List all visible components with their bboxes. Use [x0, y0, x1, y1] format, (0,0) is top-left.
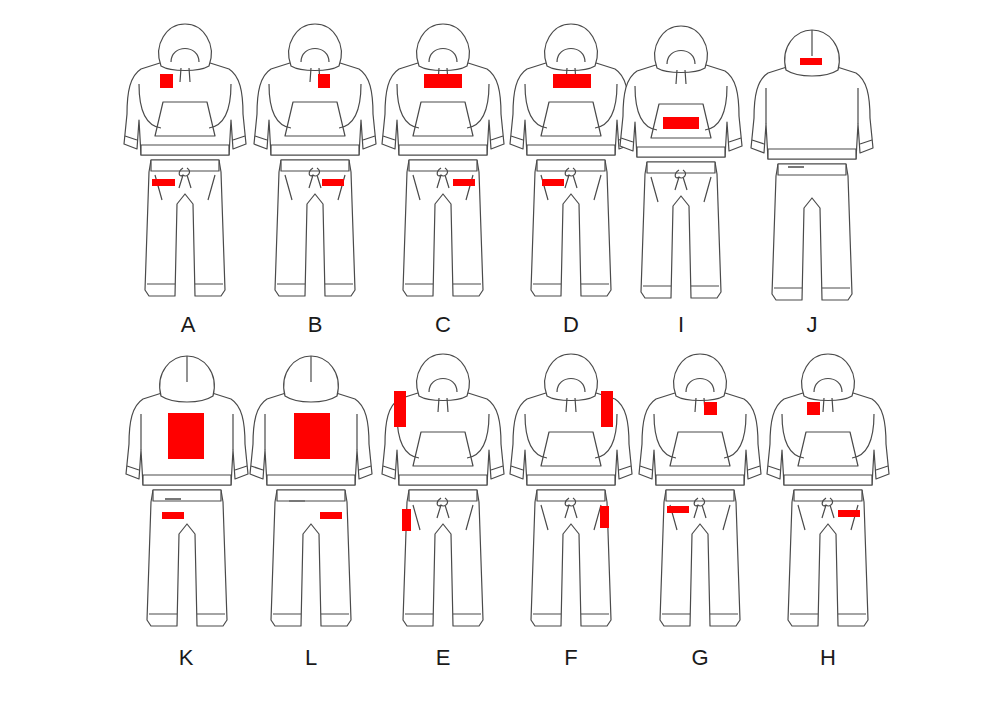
tracksuit-figure-back — [250, 356, 372, 626]
print-area — [453, 179, 475, 186]
label-tag — [289, 500, 305, 502]
print-area — [553, 74, 591, 88]
figure-letter: D — [563, 314, 579, 336]
print-area — [838, 510, 860, 517]
figure-letter: C — [435, 314, 451, 336]
print-area — [600, 506, 609, 528]
tracksuit-figure — [510, 24, 632, 296]
print-area — [294, 413, 330, 459]
print-area — [601, 391, 613, 427]
figure-letter: F — [564, 647, 577, 669]
print-area — [663, 117, 699, 129]
print-area — [168, 413, 204, 459]
label-tag — [788, 166, 804, 168]
tracksuit-figure-back — [751, 30, 873, 300]
tracksuit-figure — [254, 24, 376, 296]
tracksuit-figure — [382, 354, 504, 626]
print-area — [800, 58, 822, 65]
tracksuit-figure — [767, 354, 889, 626]
print-area — [394, 391, 406, 427]
figure-letter: A — [181, 314, 196, 336]
tracksuit-figure — [382, 24, 504, 296]
print-area — [322, 179, 344, 186]
tracksuit-figure — [124, 24, 246, 296]
figure-letter: E — [436, 647, 451, 669]
figure-letter: G — [691, 647, 708, 669]
tracksuit-figure — [639, 354, 761, 626]
print-area — [160, 74, 173, 88]
print-area — [667, 506, 689, 513]
print-area — [424, 74, 462, 88]
print-area — [542, 179, 564, 186]
figure-letter: L — [305, 647, 317, 669]
tracksuit-figure-back — [126, 356, 248, 626]
print-area — [162, 512, 184, 519]
tracksuit-figure — [510, 354, 632, 626]
print-area — [320, 512, 342, 519]
figure-letter: H — [820, 647, 836, 669]
figure-letter: B — [308, 314, 323, 336]
label-tag — [165, 498, 181, 500]
print-area — [807, 402, 820, 415]
print-area — [152, 179, 175, 186]
figure-letter: K — [179, 647, 194, 669]
figure-letter: J — [807, 314, 818, 336]
tracksuit-figure — [620, 26, 742, 298]
print-area — [704, 402, 717, 415]
print-area — [318, 74, 330, 88]
figure-letter: I — [678, 314, 684, 336]
print-area — [402, 509, 411, 531]
